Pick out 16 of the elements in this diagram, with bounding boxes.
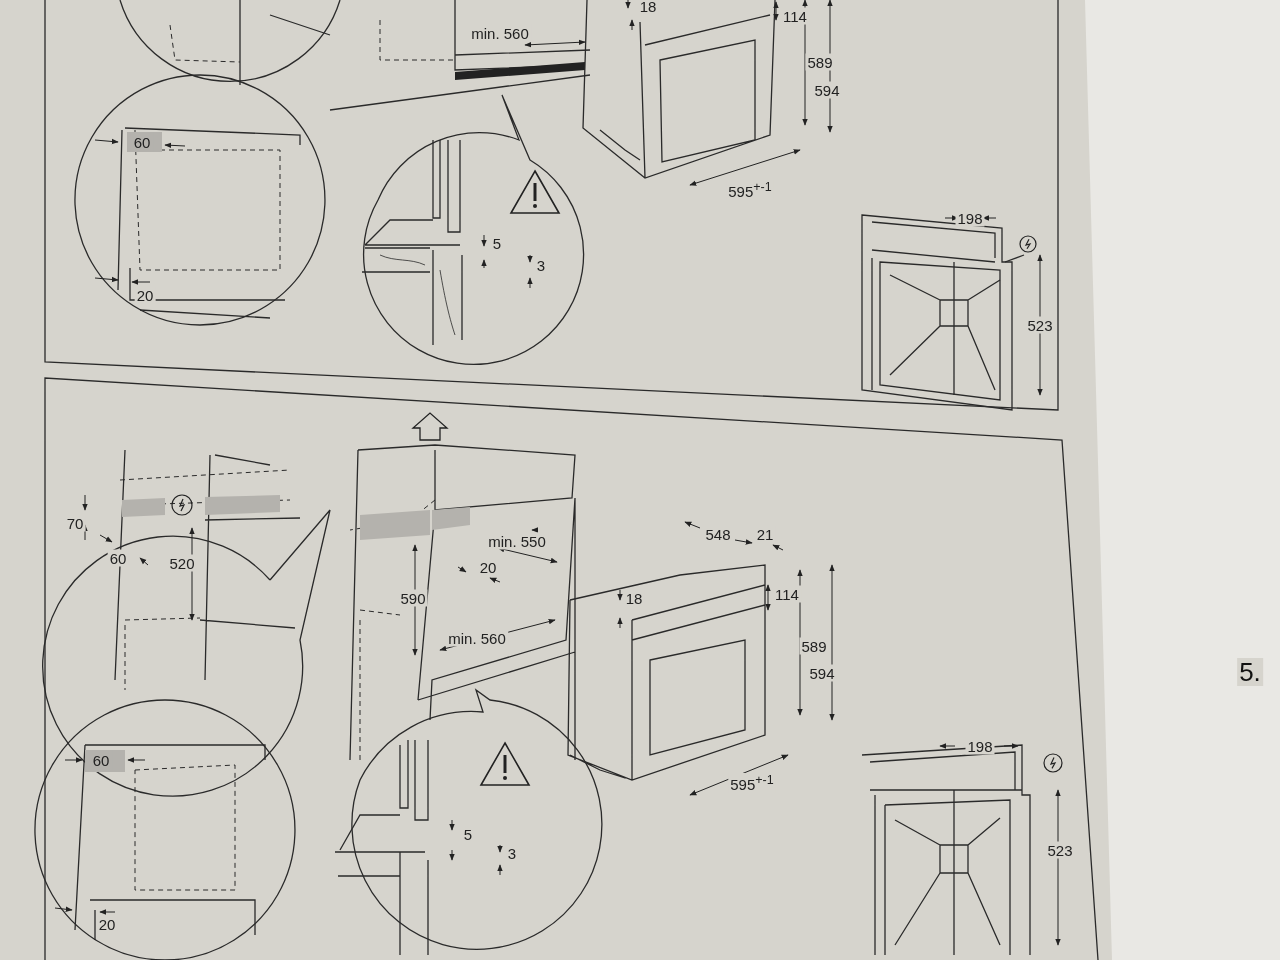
dimension-label: 589 [799, 637, 829, 655]
dimension-label: 60 [107, 549, 129, 567]
dimension-label: 18 [637, 0, 659, 15]
dimension-label: min. 560 [446, 629, 508, 647]
dimension-label: 589 [805, 53, 835, 71]
dimension-label: 595$^{+-1}$ [726, 180, 774, 200]
dimension-label: 594 [812, 81, 842, 99]
dimension-label: 523 [1045, 841, 1075, 859]
page-number: 5. [1237, 658, 1263, 686]
dimension-label: 594 [807, 664, 837, 682]
dimension-label: 590 [398, 589, 428, 607]
dimension-label: 595$^{+-1}$ [728, 773, 776, 793]
dimension-label: 114 [773, 585, 801, 603]
dimension-label: 520 [167, 554, 197, 572]
dimension-label: 114 [781, 7, 809, 25]
dimension-label: 523 [1025, 316, 1055, 334]
